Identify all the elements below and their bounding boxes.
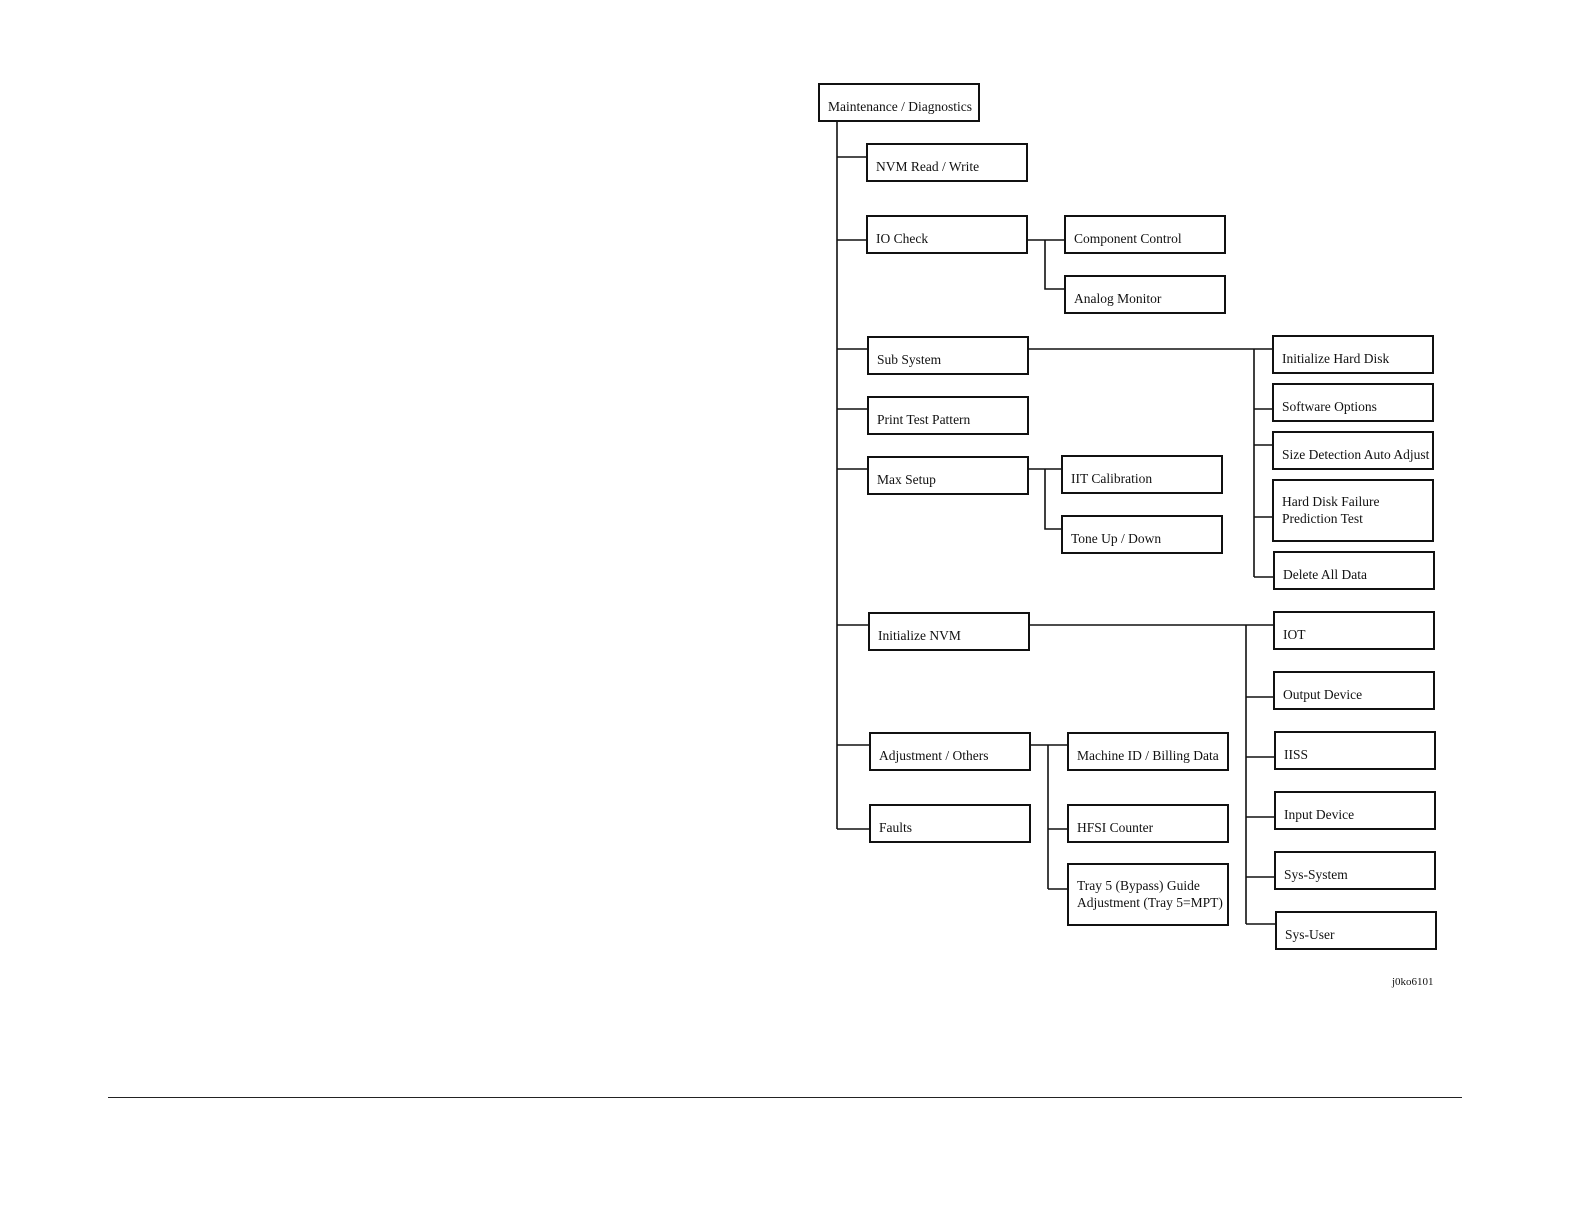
- node-box-output-device: [1273, 671, 1435, 710]
- node-box-root: [818, 83, 980, 122]
- connector-sub-system-branch: [1028, 348, 1273, 578]
- node-label-tone-updown: Tone Up / Down: [1071, 531, 1161, 546]
- node-sys-system: Sys-System: [1274, 851, 1436, 890]
- node-box-io-check: [866, 215, 1028, 254]
- node-box-machine-id: [1067, 732, 1229, 771]
- node-label-tray5-line-1: Tray 5 (Bypass) Guide: [1077, 878, 1200, 893]
- node-output-device: Output Device: [1273, 671, 1435, 710]
- connector-max-setup-branch: [1029, 468, 1062, 530]
- node-nvm-rw: NVM Read / Write: [866, 143, 1028, 182]
- node-box-adjustment-others: [869, 732, 1031, 771]
- connector-io-check-branch: [1027, 239, 1065, 290]
- node-box-hd-failure: [1272, 479, 1434, 542]
- node-label-hd-failure-line-2: Prediction Test: [1282, 511, 1363, 526]
- node-box-software-options: [1272, 383, 1434, 422]
- node-iit-cal: IIT Calibration: [1061, 455, 1223, 494]
- node-analog-monitor: Analog Monitor: [1064, 275, 1226, 314]
- node-box-analog-monitor: [1064, 275, 1226, 314]
- node-sub-system: Sub System: [867, 336, 1029, 375]
- node-label-hfsi: HFSI Counter: [1077, 820, 1154, 835]
- connector-init-nvm-branch: [1029, 624, 1276, 925]
- node-box-size-detection: [1272, 431, 1434, 470]
- node-root: Maintenance / Diagnostics: [818, 83, 980, 122]
- node-box-iot: [1273, 611, 1435, 650]
- node-adjustment-others: Adjustment / Others: [869, 732, 1031, 771]
- node-box-iit-cal: [1061, 455, 1223, 494]
- node-box-hfsi: [1067, 804, 1229, 843]
- node-box-tray5: [1067, 863, 1229, 926]
- node-print-test: Print Test Pattern: [867, 396, 1029, 435]
- node-label-delete-all: Delete All Data: [1283, 567, 1367, 582]
- footer-rule: [108, 1097, 1462, 1098]
- node-machine-id: Machine ID / Billing Data: [1067, 732, 1229, 771]
- node-box-tone-updown: [1061, 515, 1223, 554]
- node-init-hd: Initialize Hard Disk: [1272, 335, 1434, 374]
- node-label-output-device: Output Device: [1283, 687, 1362, 702]
- node-init-nvm: Initialize NVM: [868, 612, 1030, 651]
- node-box-init-hd: [1272, 335, 1434, 374]
- node-label-iot: IOT: [1283, 627, 1306, 642]
- node-box-nvm-rw: [866, 143, 1028, 182]
- node-sys-user: Sys-User: [1275, 911, 1437, 950]
- node-label-software-options: Software Options: [1282, 399, 1377, 414]
- node-label-sub-system: Sub System: [877, 352, 942, 367]
- node-input-device: Input Device: [1274, 791, 1436, 830]
- node-label-sys-user: Sys-User: [1285, 927, 1335, 942]
- node-faults: Faults: [869, 804, 1031, 843]
- node-box-input-device: [1274, 791, 1436, 830]
- node-box-sub-system: [867, 336, 1029, 375]
- node-label-io-check: IO Check: [876, 231, 928, 246]
- node-label-analog-monitor: Analog Monitor: [1074, 291, 1162, 306]
- node-label-adjustment-others: Adjustment / Others: [879, 748, 989, 763]
- node-label-init-hd: Initialize Hard Disk: [1282, 351, 1389, 366]
- node-iot: IOT: [1273, 611, 1435, 650]
- node-box-delete-all: [1273, 551, 1435, 590]
- node-label-print-test: Print Test Pattern: [877, 412, 971, 427]
- connector-adjustment-branch: [1030, 744, 1068, 890]
- node-label-hd-failure-line-1: Hard Disk Failure: [1282, 494, 1379, 509]
- node-io-check: IO Check: [866, 215, 1028, 254]
- node-box-sys-system: [1274, 851, 1436, 890]
- node-box-sys-user: [1275, 911, 1437, 950]
- node-label-component-control: Component Control: [1074, 231, 1182, 246]
- node-box-init-nvm: [868, 612, 1030, 651]
- node-box-component-control: [1064, 215, 1226, 254]
- node-iiss: IISS: [1274, 731, 1436, 770]
- node-box-faults: [869, 804, 1031, 843]
- node-label-iiss: IISS: [1284, 747, 1308, 762]
- node-software-options: Software Options: [1272, 383, 1434, 422]
- node-label-root: Maintenance / Diagnostics: [828, 99, 972, 114]
- node-label-max-setup: Max Setup: [877, 472, 936, 487]
- node-label-sys-system: Sys-System: [1284, 867, 1348, 882]
- node-size-detection: Size Detection Auto Adjust: [1272, 431, 1434, 470]
- node-max-setup: Max Setup: [867, 456, 1029, 495]
- node-label-iit-cal: IIT Calibration: [1071, 471, 1152, 486]
- node-tone-updown: Tone Up / Down: [1061, 515, 1223, 554]
- node-label-nvm-rw: NVM Read / Write: [876, 159, 979, 174]
- node-label-init-nvm: Initialize NVM: [878, 628, 961, 643]
- node-label-faults: Faults: [879, 820, 912, 835]
- node-component-control: Component Control: [1064, 215, 1226, 254]
- node-box-print-test: [867, 396, 1029, 435]
- node-label-size-detection: Size Detection Auto Adjust: [1282, 447, 1430, 462]
- connector-lines: [836, 121, 1276, 925]
- node-delete-all: Delete All Data: [1273, 551, 1435, 590]
- node-label-input-device: Input Device: [1284, 807, 1354, 822]
- node-box-iiss: [1274, 731, 1436, 770]
- node-label-machine-id: Machine ID / Billing Data: [1077, 748, 1219, 763]
- figure-id: j0ko6101: [1392, 976, 1434, 988]
- node-label-tray5-line-2: Adjustment (Tray 5=MPT): [1077, 895, 1223, 910]
- node-hfsi: HFSI Counter: [1067, 804, 1229, 843]
- node-box-max-setup: [867, 456, 1029, 495]
